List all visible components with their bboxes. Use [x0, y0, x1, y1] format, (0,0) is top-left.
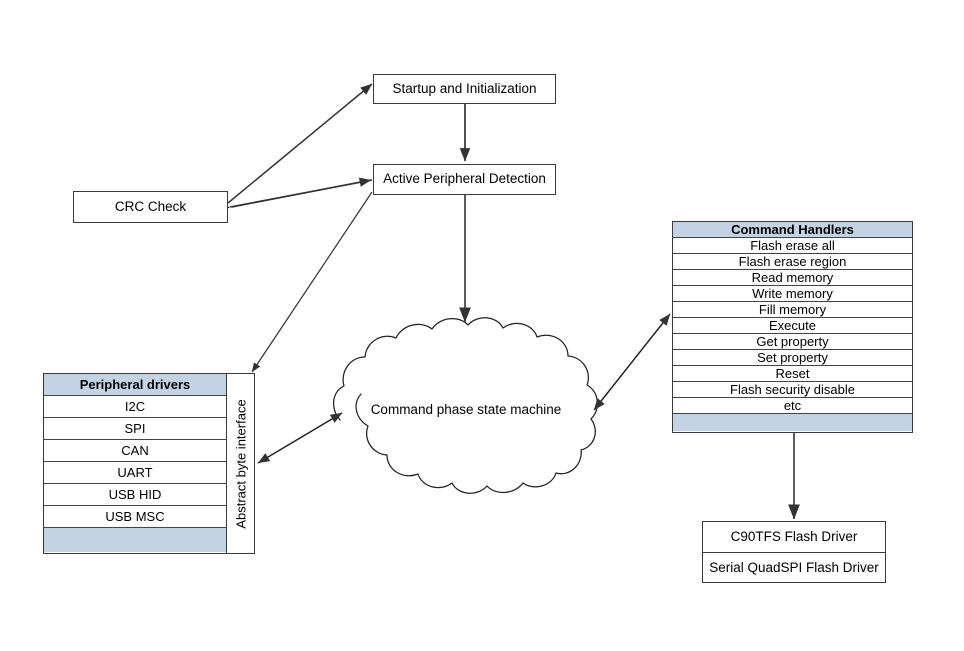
- table-row[interactable]: Reset: [673, 366, 912, 382]
- table-flash-drivers: C90TFS Flash Driver Serial QuadSPI Flash…: [702, 521, 886, 583]
- table-row[interactable]: Write memory: [673, 286, 912, 302]
- peripheral-driver-row-label: USB MSC: [105, 509, 165, 524]
- table-row[interactable]: CAN: [44, 440, 226, 462]
- command-handler-row-label: Get property: [756, 334, 829, 349]
- command-handlers-header: Command Handlers: [673, 222, 912, 238]
- command-handler-row-label: etc: [783, 398, 802, 413]
- table-row[interactable]: Execute: [673, 318, 912, 334]
- command-handlers-footer: [673, 414, 912, 431]
- flash-driver-row-label: Serial QuadSPI Flash Driver: [709, 559, 879, 575]
- table-row[interactable]: USB MSC: [44, 506, 226, 528]
- command-handler-row-label: Fill memory: [758, 302, 827, 317]
- connector-crc-active: [231, 177, 372, 208]
- peripheral-drivers-footer: [44, 528, 226, 552]
- node-crc-check-label: CRC Check: [114, 198, 187, 214]
- connector-interface-state-machine: [257, 412, 343, 464]
- connector-state-machine-command-handlers: [593, 313, 671, 411]
- table-peripheral-drivers: Peripheral drivers I2C SPI CAN UART USB …: [43, 373, 255, 554]
- node-startup-label: Startup and Initialization: [392, 80, 537, 96]
- table-row[interactable]: Fill memory: [673, 302, 912, 318]
- node-startup-and-initialization[interactable]: Startup and Initialization: [373, 74, 556, 104]
- table-row[interactable]: Set property: [673, 350, 912, 366]
- flash-driver-row-label: C90TFS Flash Driver: [730, 529, 858, 545]
- abstract-byte-interface-label: Abstract byte interface: [233, 398, 248, 529]
- table-row[interactable]: Flash erase all: [673, 238, 912, 254]
- table-row[interactable]: Get property: [673, 334, 912, 350]
- peripheral-driver-row-label: UART: [117, 465, 153, 480]
- command-handlers-rows: Command Handlers Flash erase all Flash e…: [673, 222, 912, 432]
- table-row[interactable]: SPI: [44, 418, 226, 440]
- table-command-handlers: Command Handlers Flash erase all Flash e…: [672, 221, 913, 433]
- peripheral-drivers-rows: Peripheral drivers I2C SPI CAN UART USB …: [44, 374, 226, 553]
- node-crc-check[interactable]: CRC Check: [73, 191, 228, 223]
- command-handler-row-label: Read memory: [751, 270, 834, 285]
- connector-startup-crc: [216, 83, 373, 214]
- peripheral-driver-row-label: SPI: [124, 421, 146, 436]
- peripheral-driver-row-label: I2C: [124, 399, 146, 414]
- node-command-phase-state-machine-label: Command phase state machine: [370, 402, 562, 417]
- command-handler-row-label: Flash security disable: [730, 382, 855, 397]
- table-row[interactable]: UART: [44, 462, 226, 484]
- peripheral-drivers-header: Peripheral drivers: [44, 374, 226, 396]
- node-active-peripheral-detection[interactable]: Active Peripheral Detection: [373, 164, 556, 195]
- table-row[interactable]: I2C: [44, 396, 226, 418]
- flash-driver-row[interactable]: C90TFS Flash Driver: [703, 522, 885, 553]
- command-handler-row-label: Execute: [769, 318, 816, 333]
- command-handler-row-label: Flash erase region: [738, 254, 847, 269]
- table-row[interactable]: Flash erase region: [673, 254, 912, 270]
- connector-active-peripheral-drivers: [251, 191, 373, 373]
- table-row[interactable]: Flash security disable: [673, 382, 912, 398]
- command-handler-row-label: Write memory: [752, 286, 833, 301]
- command-handler-row-label: Flash erase all: [750, 238, 835, 253]
- command-handler-row-label: Set property: [757, 350, 828, 365]
- table-row[interactable]: etc: [673, 398, 912, 414]
- command-handlers-header-label: Command Handlers: [731, 222, 854, 237]
- node-active-detection-label: Active Peripheral Detection: [383, 171, 546, 187]
- table-row[interactable]: Read memory: [673, 270, 912, 286]
- peripheral-drivers-header-label: Peripheral drivers: [79, 377, 191, 392]
- abstract-byte-interface-column: Abstract byte interface: [226, 374, 254, 553]
- flash-driver-row[interactable]: Serial QuadSPI Flash Driver: [703, 553, 885, 583]
- peripheral-driver-row-label: USB HID: [108, 487, 162, 502]
- peripheral-driver-row-label: CAN: [121, 443, 149, 458]
- table-row[interactable]: USB HID: [44, 484, 226, 506]
- command-handler-row-label: Reset: [775, 366, 810, 381]
